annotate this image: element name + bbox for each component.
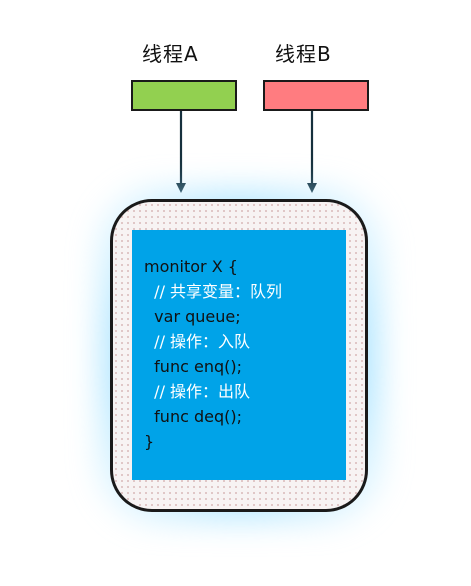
- thread-a-label: 线程A: [142, 42, 199, 66]
- code-line-comment-enqueue: // 操作：入队: [144, 332, 251, 351]
- code-line-var-queue: var queue;: [144, 307, 241, 326]
- code-line-closing-brace: }: [144, 432, 155, 451]
- code-line-func-deq: func deq();: [144, 407, 242, 426]
- thread-b-box: [263, 80, 369, 111]
- code-line-comment-dequeue: // 操作：出队: [144, 382, 251, 401]
- code-line-comment-shared-variable: // 共享变量：队列: [144, 282, 283, 301]
- code-line-monitor-header: monitor X {: [144, 257, 238, 276]
- monitor-code-panel: monitor X { // 共享变量：队列 var queue; // 操作：…: [132, 230, 346, 480]
- code-line-func-enq: func enq();: [144, 357, 242, 376]
- thread-a-box: [131, 80, 237, 111]
- thread-b-label: 线程B: [275, 42, 332, 66]
